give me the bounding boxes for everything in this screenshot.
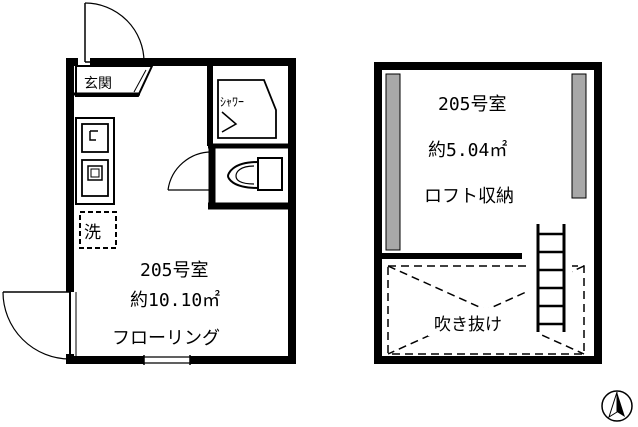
shower-drain-icon [221,111,238,133]
main-room-plan: 玄関 洗 ｼｬﾜｰ [2,2,296,365]
balcony-door [2,291,77,360]
toilet-door [167,151,213,191]
loft-plan: 吹き抜け 205号室 約5.04㎡ ロフト収納 [374,62,602,364]
entrance-label: 玄関 [84,75,112,92]
burner-icon [87,165,103,181]
entrance-door [84,2,145,63]
shower: ｼｬﾜｰ [217,79,277,139]
loft-walls [374,62,602,364]
main-room-area: 約10.10㎡ [130,289,220,311]
window [143,355,191,365]
main-room-number: 205号室 [140,260,209,281]
loft-area: 約5.04㎡ [428,139,507,161]
entrance-area: 玄関 [74,65,154,97]
slope-band-left [385,73,401,251]
main-room-walls [66,58,296,364]
washer-label: 洗 [84,223,101,243]
loft-storage-label: ロフト収納 [424,186,514,207]
stove [81,159,109,197]
sink [81,123,109,153]
main-room-flooring: フローリング [112,328,220,349]
void-area: 吹き抜け [387,265,585,355]
kitchen-counter [75,117,115,205]
north-arrow-icon [601,390,633,422]
toilet [226,157,283,191]
void-label: 吹き抜け [434,315,502,335]
loft-room-number: 205号室 [438,94,507,115]
ladder [528,222,572,334]
slope-band-right [571,73,587,199]
faucet-icon [89,130,98,141]
washer-space: 洗 [79,211,117,249]
shower-label: ｼｬﾜｰ [220,95,244,109]
